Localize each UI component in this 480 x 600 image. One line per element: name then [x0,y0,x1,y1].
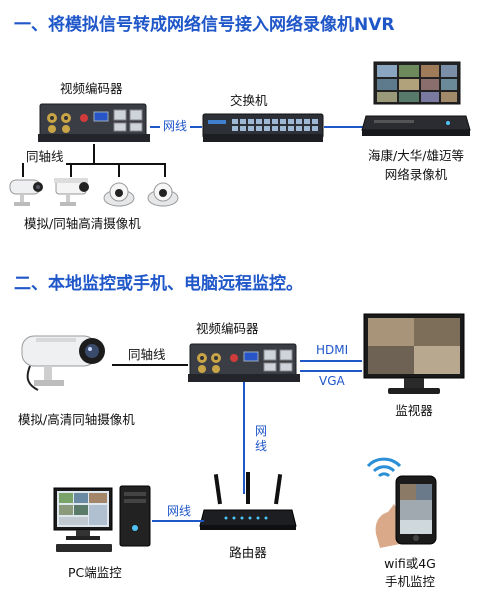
coax-bus [22,163,166,165]
video-encoder-device [38,98,150,146]
coax-line [112,364,188,366]
nvr-device [360,60,472,142]
router-label: 路由器 [229,545,267,560]
coax-label: 同轴线 [24,146,66,165]
section2-title: 二、本地监控或手机、电脑远程监控。 [14,274,303,294]
coax-drop-3 [118,163,120,177]
coax-drop-1 [22,163,24,177]
network-cable-label: 网线 [160,117,191,134]
smartphone-device [370,474,448,552]
dome-camera-icon [102,178,136,208]
camera-label: 模拟/高清同轴摄像机 [18,412,135,427]
hdmi-label: HDMI [316,343,349,357]
nvr-label-line2: 网络录像机 [384,167,448,182]
network-cable-line [243,382,245,494]
encoder-label: 视频编码器 [196,321,259,336]
bullet-camera-icon [52,176,92,210]
cameras-label: 模拟/同轴高清摄像机 [24,216,141,231]
monitor-device [362,312,466,398]
vga-label: VGA [319,374,345,388]
dome-camera-icon [146,178,180,208]
coax-drop-2 [70,163,72,177]
network-switch-device [202,110,324,146]
video-encoder-device [188,338,300,386]
coax-drop-4 [164,163,166,177]
wifi-icon [364,452,404,482]
hdmi-line [300,360,362,362]
coax-label: 同轴线 [128,347,166,362]
phone-label-line2: 手机监控 [384,574,435,589]
pc-router-line [152,520,204,522]
pc-router-cable-label: 网线 [167,504,192,518]
pc-device [52,484,156,556]
bullet-camera-icon [6,176,46,210]
bullet-camera-icon [16,330,112,396]
network-cable-label: 网线 [255,424,268,453]
section1-title: 一、将模拟信号转成网络信号接入网络录像机NVR [14,15,395,35]
phone-label-line1: wifi或4G [384,556,436,571]
switch-nvr-line [324,126,364,128]
router-device [196,472,300,536]
pc-label: PC端监控 [68,565,122,580]
nvr-label-line1: 海康/大华/雄迈等 [368,148,464,163]
encoder-label: 视频编码器 [60,81,123,96]
coax-trunk [93,144,95,164]
monitor-label: 监视器 [395,403,433,418]
vga-line [300,370,362,372]
switch-label: 交换机 [230,93,268,108]
